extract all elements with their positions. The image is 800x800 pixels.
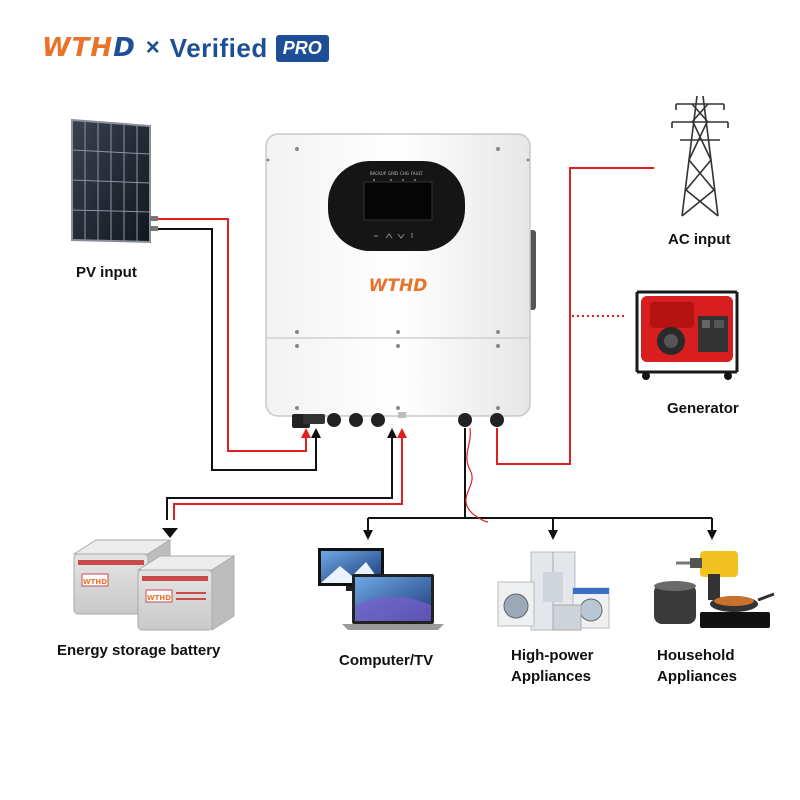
svg-text:WTHD: WTHD bbox=[83, 578, 107, 586]
svg-text:WTHD: WTHD bbox=[147, 594, 171, 602]
solar-panel-icon bbox=[71, 118, 158, 244]
inverter-unit: BACKUP GRID CHG FAULT WTHD bbox=[265, 133, 536, 428]
indicator-grid-label: GRID bbox=[388, 171, 398, 176]
header-logos: WTHD × Verified PRO bbox=[42, 28, 329, 68]
wiring bbox=[158, 167, 713, 530]
household-appliances-label: Household Appliances bbox=[657, 645, 737, 687]
high-power-appliances-icon bbox=[497, 551, 610, 631]
household-appliances-icon bbox=[654, 551, 775, 628]
indicator-fault-label: FAULT bbox=[411, 171, 423, 176]
generator-icon bbox=[635, 290, 739, 380]
indicator-backup-label: BACKUP bbox=[370, 171, 387, 176]
high-power-line-1: High-power bbox=[511, 647, 594, 664]
household-line-1: Household bbox=[657, 647, 735, 664]
household-line-2: Appliances bbox=[657, 668, 738, 685]
generator-label: Generator bbox=[667, 400, 739, 417]
high-power-line-2: Appliances bbox=[511, 668, 592, 685]
control-buttons bbox=[374, 233, 413, 239]
computer-tv-icon bbox=[318, 548, 444, 630]
inverter-brand: WTHD bbox=[369, 276, 428, 296]
ac-input-label: AC input bbox=[668, 231, 731, 248]
transmission-tower-icon bbox=[671, 95, 729, 217]
arrowheads bbox=[162, 428, 717, 540]
battery-label: Energy storage battery bbox=[57, 642, 221, 659]
wthd-logo: WTHD bbox=[42, 33, 136, 63]
verified-logo: Verified bbox=[169, 32, 268, 63]
pro-badge: PRO bbox=[275, 34, 329, 62]
inverter-connectors bbox=[292, 412, 504, 428]
indicator-chg-label: CHG bbox=[400, 171, 409, 176]
pv-input-label: PV input bbox=[76, 264, 137, 281]
high-power-appliances-label: High-power Appliances bbox=[511, 645, 594, 687]
lcd-screen bbox=[363, 181, 433, 221]
wthd-logo-accent: D bbox=[113, 33, 136, 63]
times-symbol: × bbox=[145, 34, 160, 61]
computer-tv-label: Computer/TV bbox=[339, 652, 434, 669]
battery-icons: WTHD WTHD bbox=[72, 539, 236, 631]
